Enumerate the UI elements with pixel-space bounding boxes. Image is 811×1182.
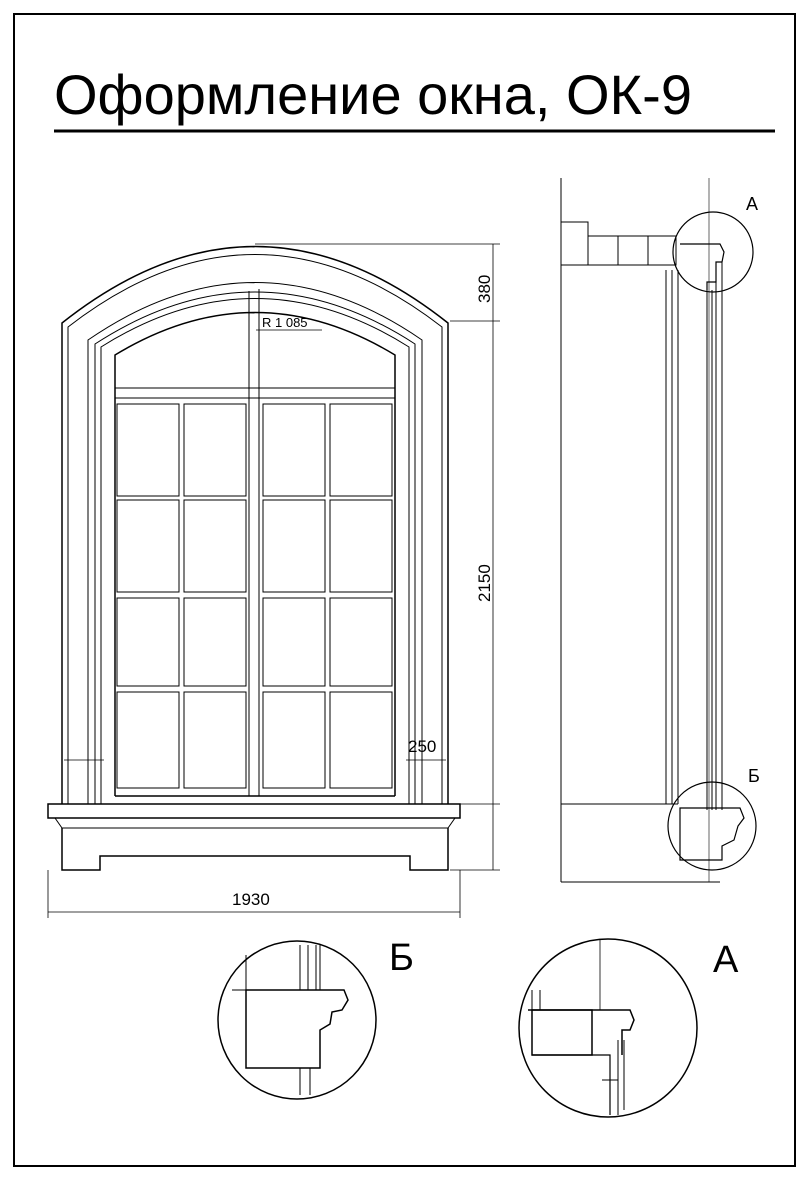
dim-radius: R 1 085: [262, 315, 308, 330]
detail-a: [518, 938, 698, 1118]
dimension-lines: [47, 243, 500, 918]
front-elevation: [47, 245, 461, 871]
dim-arch-height: 380: [475, 275, 494, 303]
detail-b-label: Б: [389, 937, 414, 979]
detail-b: [217, 940, 377, 1100]
detail-a-label: А: [713, 939, 739, 981]
callout-b: Б: [748, 766, 760, 786]
side-section: [560, 178, 757, 883]
dim-sill-offset: 250: [408, 737, 436, 756]
dim-width: 1930: [232, 890, 270, 909]
callout-a: А: [746, 194, 758, 214]
dim-height: 2150: [475, 564, 494, 602]
page-title: Оформление окна, ОК-9: [54, 63, 692, 126]
sheet-border: [13, 13, 796, 1167]
